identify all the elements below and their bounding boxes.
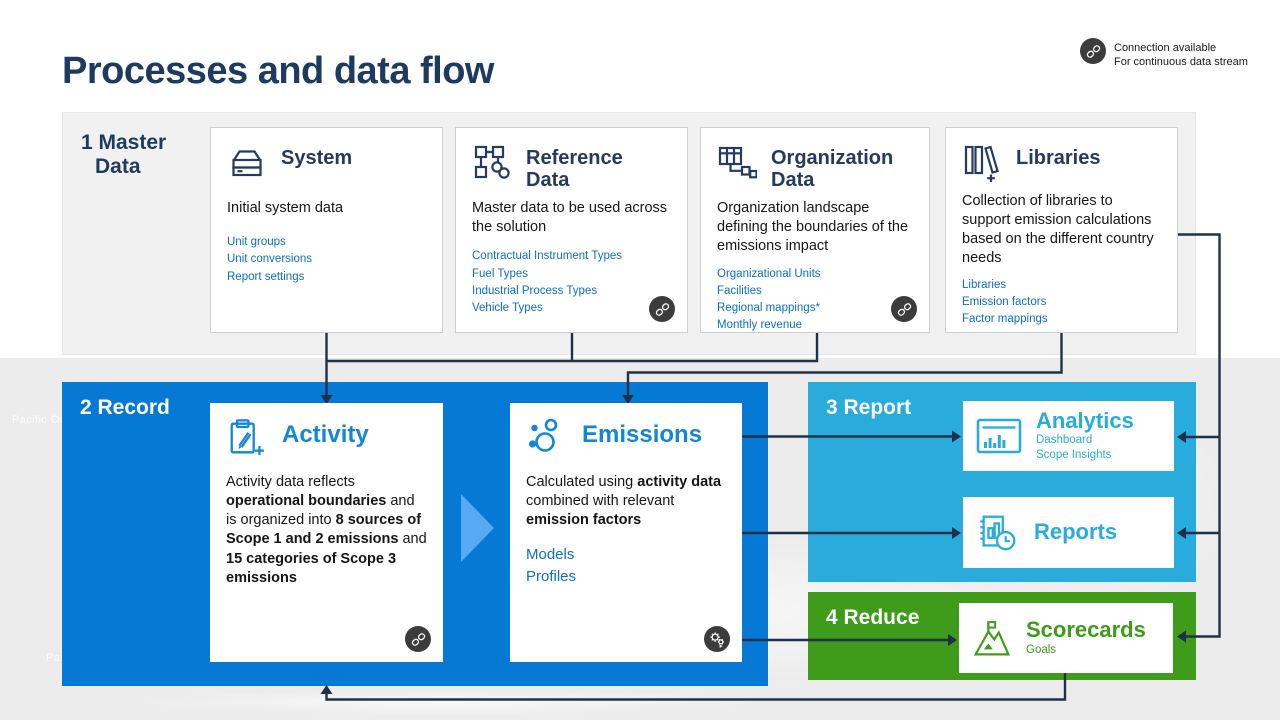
card-link[interactable]: Monthly revenue bbox=[717, 319, 803, 332]
connection-badge bbox=[405, 626, 431, 652]
grid-org-icon bbox=[718, 146, 757, 179]
libraries-card: Libraries Collection of libraries to sup… bbox=[945, 127, 1178, 333]
page-title: Processes and data flow bbox=[62, 50, 495, 92]
card-title: System bbox=[281, 147, 353, 169]
analytics-card: Analytics Dashboard Scope Insights bbox=[963, 401, 1174, 471]
connection-note-line1: Connection available bbox=[1114, 42, 1217, 54]
link-icon bbox=[655, 302, 669, 316]
books-add-icon bbox=[964, 145, 999, 182]
card-description: Organization landscape defining the boun… bbox=[717, 200, 909, 255]
connection-note: Connection available For continuous data… bbox=[1080, 38, 1248, 70]
organization-data-card: Organization Data Organization landscape… bbox=[700, 127, 930, 333]
card-link[interactable]: Profiles bbox=[526, 568, 577, 586]
card-link[interactable]: Contractual Instrument Types bbox=[472, 250, 622, 263]
link-icon bbox=[1086, 44, 1100, 58]
card-link[interactable]: Vehicle Types bbox=[472, 302, 543, 315]
card-link[interactable]: Regional mappings* bbox=[717, 302, 820, 315]
card-description: Initial system data bbox=[227, 200, 344, 216]
card-title: Emissions bbox=[582, 421, 703, 448]
chevron-right-icon bbox=[461, 494, 494, 562]
card-link[interactable]: Report settings bbox=[227, 270, 305, 283]
card-link[interactable]: Scope Insights bbox=[1036, 449, 1112, 462]
record-label: 2 Record bbox=[80, 396, 170, 419]
reference-data-card: Reference Data Master data to be used ac… bbox=[455, 127, 688, 333]
reports-card: Reports bbox=[963, 497, 1174, 568]
card-link[interactable]: Unit groups bbox=[227, 236, 286, 249]
card-link[interactable]: Organizational Units bbox=[717, 267, 821, 280]
card-description: Activity data reflects operational bound… bbox=[226, 474, 427, 586]
card-title: Scorecards bbox=[1026, 617, 1146, 643]
clipboard-pen-icon bbox=[230, 419, 264, 456]
master-data-label: 1 Master Data bbox=[81, 131, 166, 179]
linked-nodes-icon bbox=[474, 145, 510, 179]
master-label-line2: Data bbox=[95, 155, 141, 179]
card-title: Activity bbox=[282, 421, 369, 448]
bubbles-icon bbox=[528, 418, 558, 452]
activity-card: Activity Activity data reflects operatio… bbox=[210, 403, 443, 662]
card-description: Master data to be used across the soluti… bbox=[472, 200, 668, 236]
map-label-pacific: Pacific Oc bbox=[12, 414, 66, 426]
ledger-clock-icon bbox=[980, 515, 1016, 550]
map-label-pac: Pac bbox=[46, 652, 67, 664]
connection-note-line2: For continuous data stream bbox=[1114, 56, 1248, 69]
card-link[interactable]: Unit conversions bbox=[227, 253, 313, 266]
card-description: Calculated using activity data combined … bbox=[526, 474, 722, 529]
connection-badge bbox=[891, 296, 917, 322]
master-label-line1: 1 Master bbox=[81, 131, 167, 154]
card-link[interactable]: Facilities bbox=[717, 284, 762, 297]
link-icon bbox=[897, 302, 911, 316]
card-link[interactable]: Models bbox=[526, 546, 575, 564]
report-label: 3 Report bbox=[826, 396, 912, 419]
card-link[interactable]: Libraries bbox=[962, 278, 1007, 291]
gears-icon bbox=[710, 632, 724, 648]
card-link[interactable]: Industrial Process Types bbox=[472, 284, 598, 297]
card-title: Reports bbox=[1034, 519, 1118, 545]
card-link[interactable]: Goals bbox=[1026, 643, 1057, 656]
card-link[interactable]: Fuel Types bbox=[472, 267, 529, 280]
connection-badge bbox=[1080, 38, 1106, 64]
emissions-card: Emissions Calculated using activity data… bbox=[510, 403, 742, 662]
card-link[interactable]: Emission factors bbox=[962, 295, 1047, 308]
card-title: Reference Data bbox=[526, 147, 623, 191]
system-card: System Initial system data Unit groups U… bbox=[210, 127, 443, 333]
server-icon bbox=[232, 150, 262, 177]
bar-chart-icon bbox=[976, 418, 1022, 454]
gears-badge bbox=[704, 626, 730, 652]
mountain-flag-icon bbox=[973, 621, 1011, 656]
card-link[interactable]: Factor mappings bbox=[962, 313, 1048, 325]
reduce-label: 4 Reduce bbox=[826, 606, 920, 629]
scorecards-card: Scorecards Goals bbox=[959, 603, 1173, 673]
connection-badge bbox=[649, 296, 675, 322]
card-title: Libraries bbox=[1016, 147, 1101, 169]
link-icon bbox=[411, 632, 425, 646]
card-title: Analytics bbox=[1036, 407, 1134, 433]
card-link[interactable]: Dashboard bbox=[1036, 434, 1093, 447]
card-title: Organization Data bbox=[771, 147, 894, 191]
card-description: Collection of libraries to support emiss… bbox=[962, 193, 1154, 267]
